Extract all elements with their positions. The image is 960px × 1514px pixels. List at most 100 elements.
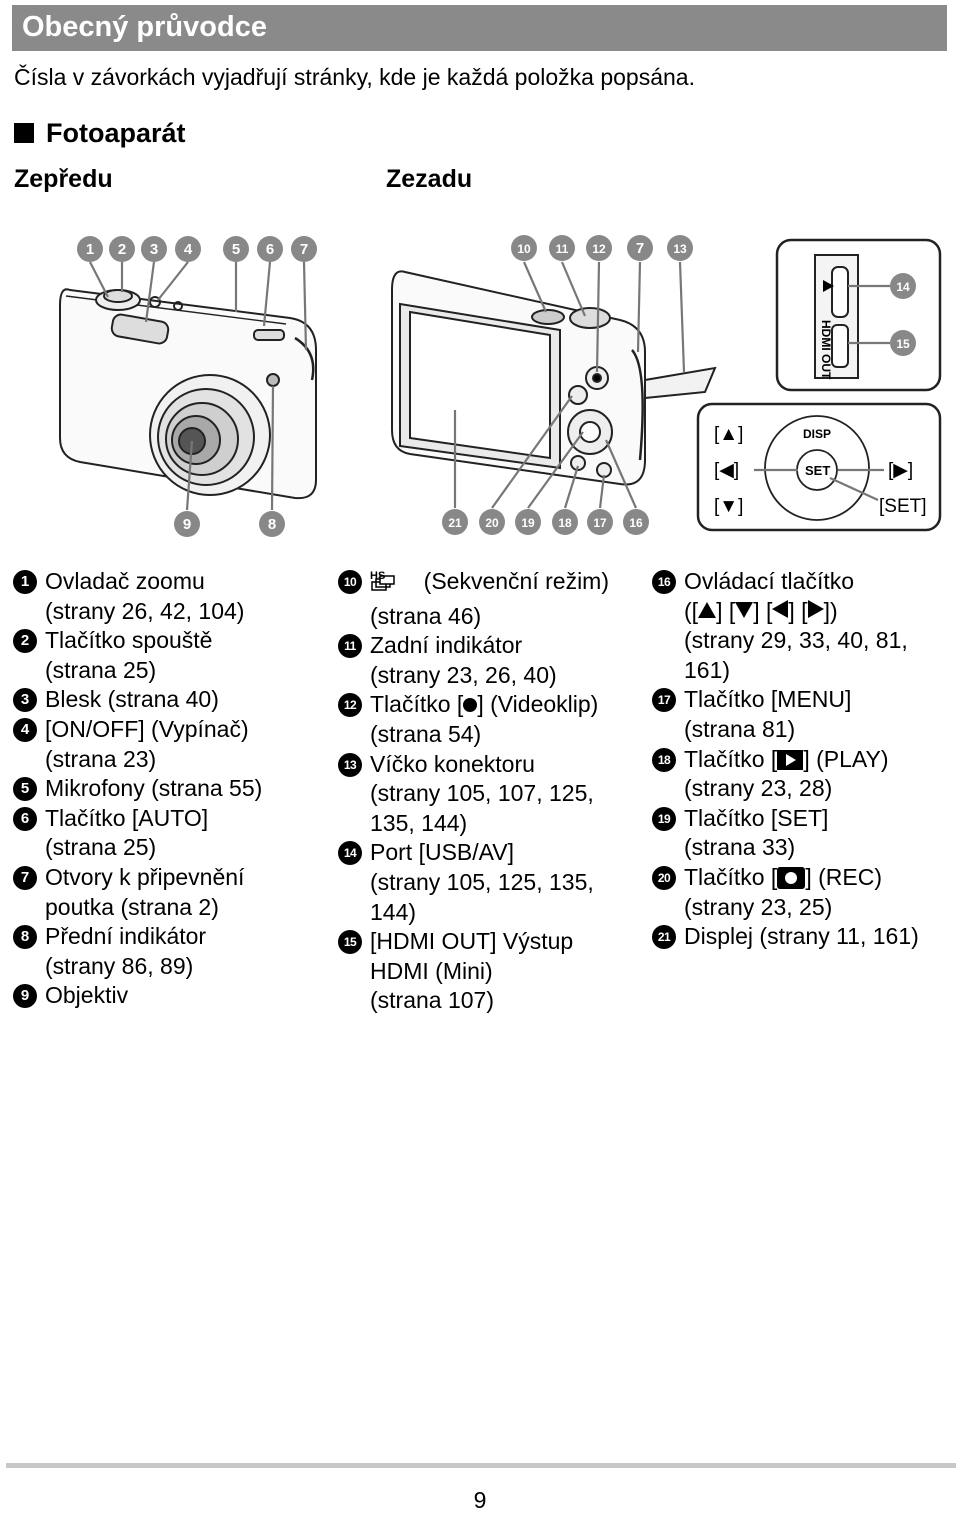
list-item: 1 Ovladač zoomu (strany 26, 42, 104) — [13, 567, 262, 626]
section-title: Fotoaparát — [14, 118, 186, 149]
arrow-up-icon — [698, 601, 717, 618]
item-line: 135, 144) — [370, 809, 468, 836]
item-line: (strany 86, 89) — [45, 952, 194, 979]
item-number-badge: 13 — [338, 752, 362, 777]
callout-circle — [515, 509, 541, 535]
item-line: Přední indikátor — [45, 923, 207, 950]
item-number-badge: 9 — [13, 984, 37, 1009]
callout-number: 12 — [592, 242, 606, 256]
callout-number: 15 — [896, 337, 910, 351]
item-number-badge: 21 — [652, 925, 676, 950]
item-line: Tlačítko [AUTO] — [45, 804, 209, 831]
hs-continuous-icon — [371, 575, 395, 591]
back-camera-drawing — [391, 270, 717, 486]
page-number: 9 — [473, 1487, 487, 1513]
callout-circle — [511, 235, 537, 261]
item-line: (strana 107) — [370, 987, 495, 1014]
intro-text: Čísla v závorkách vyjadřují stránky, kde… — [14, 64, 695, 90]
callout-circle — [257, 236, 283, 262]
callout-number: 20 — [485, 516, 499, 530]
item-line: (strana 23) — [45, 745, 157, 772]
item-line: Blesk (strana 40) — [45, 686, 219, 713]
item-line: Tlačítko [] (PLAY) — [684, 745, 889, 772]
callout-number: 6 — [266, 241, 274, 258]
item-number-badge: 8 — [13, 925, 37, 950]
item-number-badge: 5 — [13, 777, 37, 802]
callout-number: 11 — [556, 242, 569, 256]
item-line: HDMI (Mini) — [370, 957, 493, 984]
item-number-badge: 12 — [338, 693, 362, 718]
record-dot-icon — [463, 698, 478, 713]
item-line: (strana 54) — [370, 720, 482, 747]
callout-circle — [549, 235, 575, 261]
dial-disp-label: DISP — [803, 427, 831, 441]
page-title: Obecný průvodce — [22, 11, 267, 43]
callout-circle — [667, 235, 693, 261]
callout-circle — [627, 235, 653, 261]
item-line: Ovladač zoomu — [45, 568, 205, 594]
item-line: 161) — [684, 656, 731, 683]
callout-circle — [259, 511, 285, 537]
dial-center-label: SET — [805, 463, 830, 478]
item-line: [ON/OFF] (Vypínač) — [45, 715, 249, 742]
item-line: Tlačítko spouště — [45, 627, 213, 654]
callout-number: 14 — [896, 280, 910, 294]
item-line: (strany 26, 42, 104) — [45, 597, 245, 624]
callout-number: 8 — [268, 516, 276, 533]
item-line: poutka (strana 2) — [45, 893, 219, 920]
header-bar: Obecný průvodce — [12, 5, 947, 51]
item-number-badge: 16 — [652, 570, 676, 594]
camera-illustration: HDMI OUT [▲] [◀] [▼] [▶] [SET] DISP SET … — [59, 235, 942, 537]
item-number-badge: 1 — [13, 570, 37, 594]
callout-circle — [623, 509, 649, 535]
item-line: (strana 46) — [370, 602, 482, 629]
item-number-badge: 14 — [338, 841, 362, 866]
dial-left-label: [◀] — [714, 460, 739, 481]
item-line: (strana 25) — [45, 834, 157, 861]
item-line: (strany 105, 125, 135, — [370, 868, 594, 895]
callout-number: 19 — [521, 516, 535, 530]
callout-circle — [77, 236, 103, 262]
callout-number: 16 — [629, 516, 643, 530]
item-line: Tlačítko [] (Videoklip) — [370, 691, 599, 718]
item-line: Ovládací tlačítko — [684, 568, 855, 594]
callout-circle — [586, 235, 612, 261]
front-camera-drawing — [59, 288, 317, 500]
dial-down-label: [▼] — [714, 496, 743, 517]
callout-circle — [223, 236, 249, 262]
item-line: (strany 105, 107, 125, — [370, 780, 594, 807]
item-line: Tlačítko [] (REC) — [684, 863, 882, 890]
callout-number: 1 — [86, 241, 94, 258]
dial-up-label: [▲] — [714, 424, 743, 445]
callout-circle — [552, 509, 578, 535]
callout-circle — [174, 511, 200, 537]
item-number-badge: 18 — [652, 747, 676, 772]
list-item: 4[ON/OFF] (Vypínač)(strana 23) — [13, 715, 262, 774]
item-line: (strany 29, 33, 40, 81, — [684, 627, 908, 654]
arrow-down-icon — [735, 601, 754, 618]
item-line: (strana 33) — [684, 834, 796, 861]
item-line: Displej (strany 11, 161) — [684, 923, 919, 950]
item-line: (strany 23, 26, 40) — [370, 661, 557, 688]
callout-circle — [442, 509, 468, 535]
list-item: 5 Mikrofony (strana 55) — [13, 774, 262, 804]
item-number-badge: 20 — [652, 865, 676, 890]
item-line: Mikrofony (strana 55) — [45, 775, 263, 802]
hs-label: HS — [370, 570, 386, 582]
callout-circle — [479, 509, 505, 535]
back-label: Zezadu — [386, 165, 473, 193]
item-line: Tlačítko [SET] — [684, 804, 829, 831]
